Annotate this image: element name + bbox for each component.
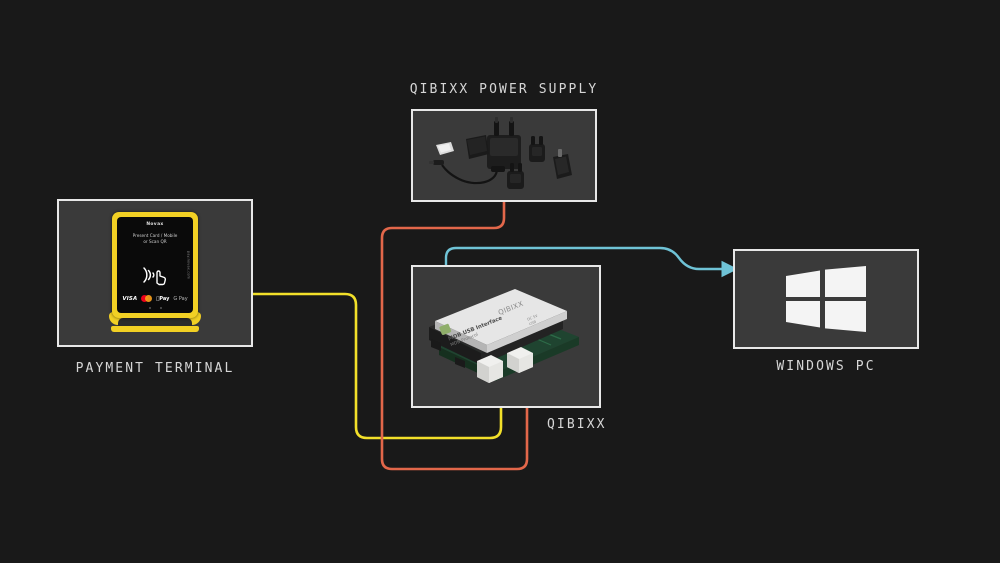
terminal-prompt-line2: or Scan QR	[143, 239, 167, 244]
terminal-body: Novax Present Card / Mobile or Scan QR	[112, 212, 198, 318]
terminal-screen: Novax Present Card / Mobile or Scan QR	[117, 217, 193, 313]
svg-text:DC 5V: DC 5V	[527, 314, 539, 322]
node-payment-terminal[interactable]: Novax Present Card / Mobile or Scan QR	[57, 199, 253, 376]
mastercard-logo	[141, 295, 153, 302]
terminal-prompt-line1: Present Card / Mobile	[132, 233, 178, 238]
contactless-icon	[138, 264, 172, 290]
node-qibixx[interactable]: QIBIXX MDB USB Interface MDB Protocol DC…	[411, 265, 604, 432]
payment-terminal-illustration: Novax Present Card / Mobile or Scan QR	[109, 212, 201, 334]
terminal-indicator-dots	[117, 307, 193, 309]
qibixx-label: QIBIXX	[547, 417, 607, 432]
payment-logos-row: VISA Pay G Pay	[117, 295, 193, 302]
svg-text:USB: USB	[528, 320, 537, 327]
google-pay-logo: G Pay	[171, 295, 187, 302]
visa-logo: VISA	[122, 295, 138, 302]
qibixx-illustration: QIBIXX MDB USB Interface MDB Protocol DC…	[411, 265, 601, 408]
terminal-brand-label: Novax	[146, 222, 164, 227]
windows-pc-label: WINDOWS PC	[776, 359, 876, 374]
apple-pay-logo: Pay	[156, 295, 169, 302]
power-supply-label: QIBIXX POWER SUPPLY	[409, 82, 599, 97]
terminal-side-text: pay.novax.com	[186, 251, 191, 280]
node-windows-pc[interactable]: WINDOWS PC	[733, 249, 919, 374]
windows-logo-icon	[784, 266, 868, 332]
payment-terminal-label: PAYMENT TERMINAL	[75, 361, 235, 376]
power-supply-illustration	[411, 109, 597, 202]
windows-pc-frame	[733, 249, 919, 349]
node-power-supply[interactable]: QIBIXX POWER SUPPLY	[410, 82, 597, 202]
